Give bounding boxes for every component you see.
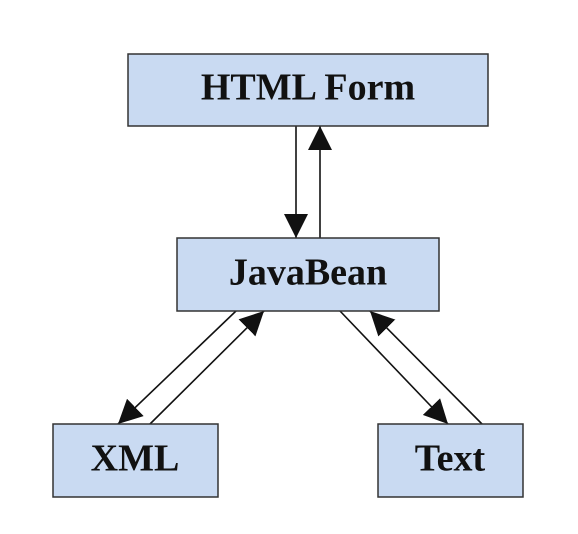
node-xml-label: XML [91,438,180,480]
node-xml: XML [52,423,219,498]
node-javabean-label: JavaBean [229,252,387,294]
node-html-form: HTML Form [127,53,489,127]
node-xml-box [52,423,219,498]
node-text: Text [377,423,524,498]
arrow-javabean-to-text [339,310,449,425]
arrow-javabean-to-xml [117,310,237,425]
node-javabean-box [176,237,440,312]
node-javabean: JavaBean [176,237,440,312]
node-text-label: Text [415,438,486,480]
node-html-form-box [127,53,489,127]
node-html-form-label: HTML Form [201,67,415,109]
edges [117,126,483,425]
arrow-xml-to-javabean [149,310,265,425]
arrow-text-to-javabean [369,310,483,425]
node-text-box [377,423,524,498]
